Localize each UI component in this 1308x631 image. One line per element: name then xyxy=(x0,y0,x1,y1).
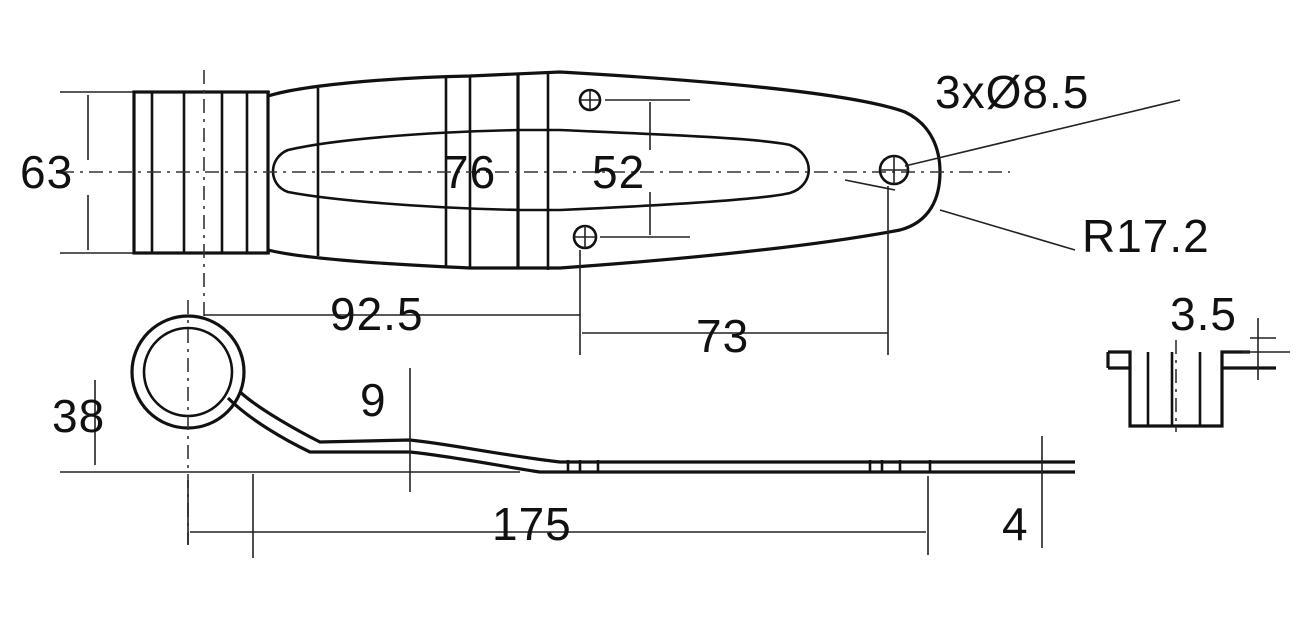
dim-4: 4 xyxy=(1002,498,1029,550)
dim-52: 52 xyxy=(592,146,645,198)
hole-top xyxy=(578,88,602,112)
dim-holes: 3xØ8.5 xyxy=(935,66,1089,118)
dim-73: 73 xyxy=(696,310,749,362)
hole-tip xyxy=(878,154,910,186)
end-view xyxy=(1106,318,1290,432)
dim-radius: R17.2 xyxy=(1082,210,1210,262)
dim-63: 63 xyxy=(20,146,73,198)
side-view xyxy=(60,300,1075,558)
dim-38: 38 xyxy=(52,390,105,442)
dim-175: 175 xyxy=(492,498,572,550)
dim-9: 9 xyxy=(360,374,387,426)
dim-92-5: 92.5 xyxy=(330,288,424,340)
dim-76: 76 xyxy=(443,146,496,198)
top-view xyxy=(60,70,1181,355)
dim-3-5: 3.5 xyxy=(1170,288,1237,340)
hole-bottom xyxy=(572,224,598,250)
